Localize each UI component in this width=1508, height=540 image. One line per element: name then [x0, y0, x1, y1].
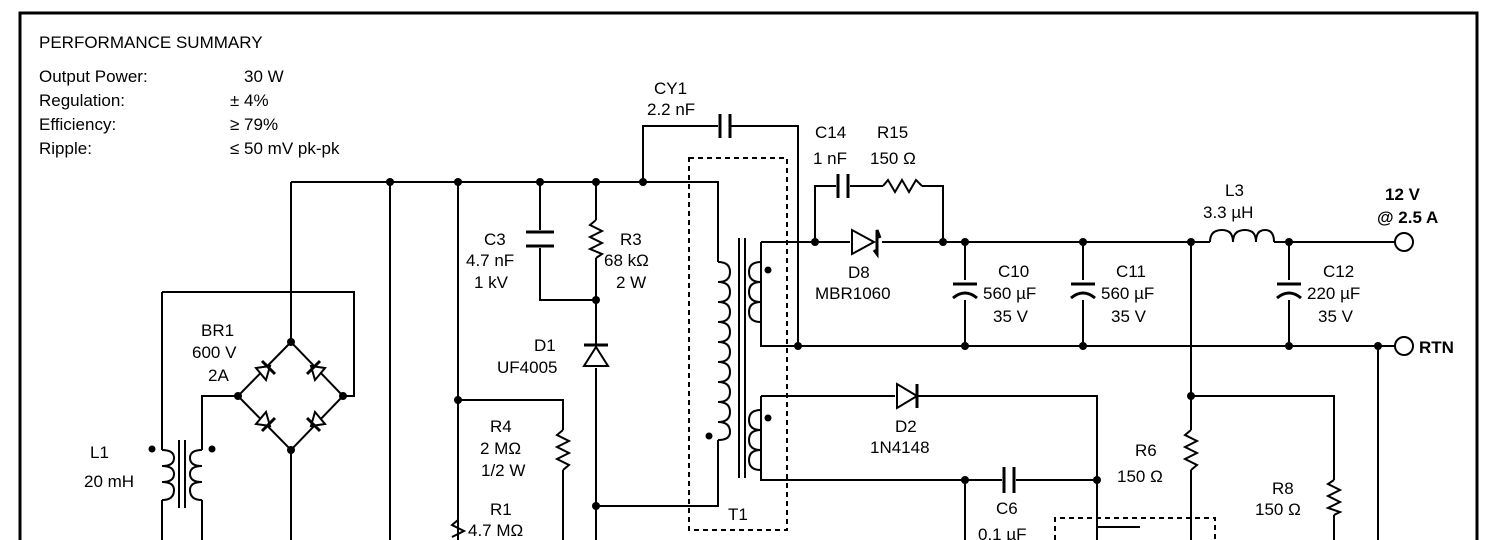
d8-ref: D8 — [848, 263, 870, 282]
output-terminals: 12 V @ 2.5 A RTN — [1377, 185, 1454, 357]
c11-value: 560 µF — [1101, 284, 1154, 303]
resistor-r8: R8 150 Ω — [1255, 479, 1343, 519]
c6-value: 0.1 µF — [978, 525, 1027, 540]
c3-ref: C3 — [484, 230, 506, 249]
r3-rating: 2 W — [616, 273, 646, 292]
summary-value: 30 W — [244, 67, 284, 86]
c14-value: 1 nF — [813, 149, 847, 168]
c3-rating: 1 kV — [474, 273, 509, 292]
capacitor-cy1: CY1 2.2 nF — [647, 79, 732, 138]
resistor-r4: R4 2 MΩ 1/2 W — [480, 417, 572, 480]
r3-value: 68 kΩ — [604, 251, 649, 270]
bridge-rectifier-br1: BR1 600 V 2A — [192, 321, 345, 452]
return-terminal — [1394, 336, 1414, 356]
r1-ref: R1 — [490, 500, 512, 519]
d1-value: UF4005 — [497, 358, 557, 377]
c10-value: 560 µF — [983, 284, 1036, 303]
performance-summary: PERFORMANCE SUMMARY Output Power: 30 W R… — [39, 33, 340, 158]
output-voltage-label: 12 V — [1385, 185, 1421, 204]
summary-label: Efficiency: — [39, 115, 116, 134]
page-border — [18, 11, 1479, 540]
summary-value: ± 4% — [230, 91, 269, 110]
c14-ref: C14 — [815, 123, 846, 142]
c12-value: 220 µF — [1307, 284, 1360, 303]
r1-value: 4.7 MΩ — [468, 521, 523, 540]
r8-value: 150 Ω — [1255, 500, 1301, 519]
l3-value: 3.3 µH — [1203, 203, 1253, 222]
r6-value: 150 Ω — [1117, 467, 1163, 486]
summary-value: ≤ 50 mV pk-pk — [230, 139, 340, 158]
r4-value: 2 MΩ — [480, 439, 521, 458]
junction-dots — [234, 178, 1382, 510]
resistor-r1: R1 4.7 MΩ — [450, 500, 523, 540]
inductor-l1: L1 20 mH — [84, 440, 216, 508]
diode-d8: D8 MBR1060 — [815, 228, 891, 303]
capacitor-c10: C10 560 µF 35 V — [952, 262, 1036, 326]
br1-value: 600 V — [192, 343, 237, 362]
capacitor-c14: C14 1 nF — [813, 123, 850, 198]
diode-d1: D1 UF4005 — [497, 336, 610, 377]
return-label: RTN — [1419, 338, 1454, 357]
c6-ref: C6 — [996, 499, 1018, 518]
controller-outline — [1054, 517, 1216, 540]
cy1-value: 2.2 nF — [647, 100, 695, 119]
br1-ref: BR1 — [201, 321, 234, 340]
wiring — [161, 125, 1395, 540]
r6-ref: R6 — [1135, 441, 1157, 460]
c12-rating: 35 V — [1318, 307, 1354, 326]
r4-ref: R4 — [490, 417, 512, 436]
summary-title: PERFORMANCE SUMMARY — [39, 33, 263, 52]
inductor-l3: L3 3.3 µH — [1203, 181, 1275, 243]
resistor-r15: R15 150 Ω — [870, 123, 923, 194]
cy1-ref: CY1 — [654, 79, 687, 98]
summary-value: ≥ 79% — [230, 115, 278, 134]
c3-value: 4.7 nF — [466, 251, 514, 270]
positive-terminal — [1394, 232, 1414, 252]
output-current-label: @ 2.5 A — [1377, 208, 1438, 227]
r15-ref: R15 — [877, 123, 908, 142]
capacitor-c6: C6 0.1 µF — [978, 467, 1027, 540]
c11-ref: C11 — [1116, 262, 1146, 281]
r4-rating: 1/2 W — [481, 461, 525, 480]
r8-ref: R8 — [1272, 479, 1294, 498]
r3-ref: R3 — [620, 230, 642, 249]
capacitor-c3: C3 4.7 nF 1 kV — [466, 230, 554, 292]
c11-rating: 35 V — [1111, 307, 1147, 326]
d1-ref: D1 — [534, 336, 556, 355]
c12-ref: C12 — [1323, 262, 1354, 281]
l1-ref: L1 — [90, 443, 109, 462]
c10-rating: 35 V — [993, 307, 1029, 326]
resistor-r3: R3 68 kΩ 2 W — [587, 219, 649, 292]
d2-value: 1N4148 — [870, 438, 930, 457]
summary-label: Output Power: — [39, 67, 148, 86]
t1-ref: T1 — [728, 505, 748, 524]
br1-rating: 2A — [208, 366, 229, 385]
diode-d2: D2 1N4148 — [870, 382, 930, 457]
d8-value: MBR1060 — [815, 284, 891, 303]
d2-ref: D2 — [895, 417, 917, 436]
l1-value: 20 mH — [84, 472, 134, 491]
r15-value: 150 Ω — [870, 149, 916, 168]
c10-ref: C10 — [998, 262, 1029, 281]
l3-ref: L3 — [1225, 181, 1244, 200]
summary-label: Ripple: — [39, 139, 92, 158]
capacitor-c12: C12 220 µF 35 V — [1276, 262, 1360, 326]
resistor-r6: R6 150 Ω — [1117, 429, 1200, 486]
summary-label: Regulation: — [39, 91, 125, 110]
capacitor-c11: C11 560 µF 35 V — [1070, 262, 1154, 326]
transformer-t1: T1 — [688, 157, 788, 531]
